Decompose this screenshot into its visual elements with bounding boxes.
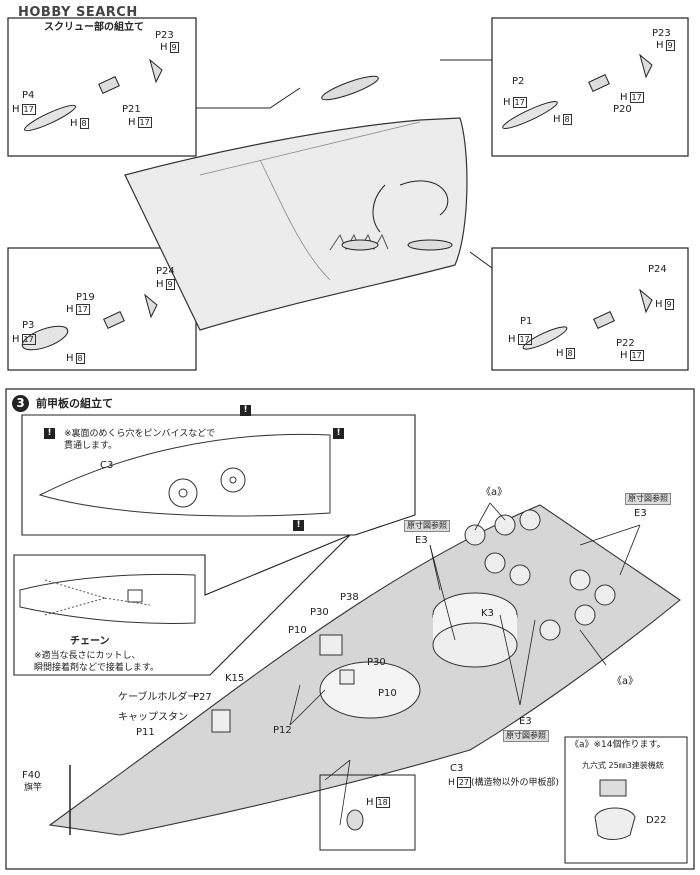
- section3-number: 3: [12, 395, 29, 412]
- label-capstan: キャップスタン: [118, 712, 188, 723]
- label-cable-holder: ケーブルホルダー: [118, 692, 198, 703]
- section1-diagram: [7, 17, 689, 371]
- label-p38: P38: [340, 592, 359, 603]
- inset-gun: 九六式 25㎜3連装機銃: [582, 761, 664, 770]
- section3-title: 前甲板の組立て: [36, 397, 113, 410]
- drill-icon: !: [333, 428, 344, 439]
- label-p10-b: P10: [378, 688, 397, 699]
- section3-frame: [5, 388, 695, 870]
- label-k15: K15: [225, 673, 245, 684]
- part-p23-a: P23: [155, 30, 174, 41]
- note-chain: ※適当な長さにカットし、 瞬間接着剤などで接着します。: [34, 651, 159, 673]
- label-p30-b: P30: [367, 657, 386, 668]
- watermark-logo: HOBBY SEARCH: [18, 5, 138, 20]
- label-c3-top: C3: [100, 460, 114, 471]
- part-p24-b: P24: [648, 264, 667, 275]
- label-k3: K3: [481, 608, 494, 619]
- label-f40: F40: [22, 770, 41, 781]
- label-flagpole: 旗竿: [24, 783, 43, 793]
- panel-top-right: [491, 17, 689, 157]
- panel-bottom-right: [491, 247, 689, 371]
- part-p22: P22: [616, 338, 635, 349]
- panel-top-left: [7, 17, 197, 157]
- part-p23-b: P23: [652, 28, 671, 39]
- label-e3-c: E3: [519, 716, 532, 727]
- note-drill: ※裏面のめくら穴をピンバイスなどで 貫通します。: [64, 429, 216, 451]
- part-p4: P4: [22, 90, 35, 101]
- label-e3-a: E3: [415, 535, 428, 546]
- label-a-mark-2: 《a》: [612, 676, 639, 687]
- section1-title: スクリュー部の組立て: [44, 22, 144, 33]
- label-p12: P12: [273, 725, 292, 736]
- part-p3: P3: [22, 320, 35, 331]
- part-p2: P2: [512, 76, 525, 87]
- label-p30-a: P30: [310, 607, 329, 618]
- label-chain: チェーン: [70, 636, 110, 647]
- label-e3-b: E3: [634, 508, 647, 519]
- label-d22: D22: [646, 815, 667, 826]
- drill-icon: !: [240, 405, 251, 416]
- label-c3-bottom: C3: [450, 763, 464, 774]
- part-p21: P21: [122, 104, 141, 115]
- inset-title: 《a》※14個作ります。: [570, 740, 666, 750]
- section3-diagram: [5, 388, 695, 870]
- drill-icon: !: [44, 428, 55, 439]
- label-p27: P27: [193, 692, 212, 703]
- label-p10-a: P10: [288, 625, 307, 636]
- drill-icon: !: [293, 520, 304, 531]
- hull-stern: [124, 117, 468, 331]
- part-p24-a: P24: [156, 266, 175, 277]
- part-p19: P19: [76, 292, 95, 303]
- ref-drawing-3: 原寸図参照: [503, 730, 549, 742]
- part-p1: P1: [520, 316, 533, 327]
- part-p20: P20: [613, 104, 632, 115]
- label-a-mark-1: 《a》: [481, 487, 508, 498]
- label-p11: P11: [136, 727, 155, 738]
- ref-drawing-2: 原寸図参照: [625, 493, 671, 505]
- ref-drawing-1: 原寸図参照: [404, 520, 450, 532]
